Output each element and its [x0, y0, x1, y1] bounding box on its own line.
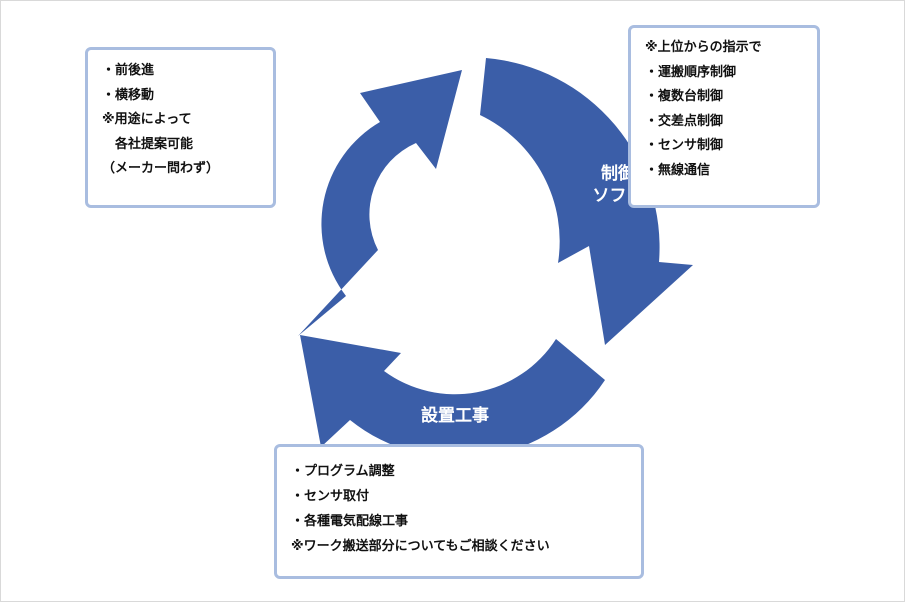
- control-software-info-line: ・複数台制御: [645, 89, 724, 104]
- control-software-arrow: [480, 58, 693, 345]
- agv-info-line: ※用途によって: [102, 112, 192, 127]
- control-software-info-line: ※上位からの指示で: [645, 40, 762, 55]
- control-software-label-line1: 制御: [601, 164, 635, 184]
- installation-label: 設置工事: [421, 406, 489, 426]
- installation-info-line: ※ワーク搬送部分についてもご相談ください: [291, 539, 550, 554]
- agv-info-box: ・前後進 ・横移動 ※用途によって 各社提案可能 （メーカー問わず）: [85, 47, 276, 208]
- control-software-info-line: ・運搬順序制御: [645, 64, 737, 80]
- agv-info-line: （メーカー問わず）: [102, 161, 220, 176]
- control-software-info-line: ・交差点制御: [645, 113, 724, 129]
- agv-info-line: 各社提案可能: [102, 136, 194, 152]
- installation-info-line: ・センサ取付: [291, 489, 370, 504]
- installation-info-line: ・各種電気配線工事: [291, 514, 409, 529]
- agv-arrow: [298, 70, 462, 336]
- installation-arrow: [300, 335, 605, 459]
- control-software-info-box: ※上位からの指示で ・運搬順序制御 ・複数台制御 ・交差点制御 ・センサ制御 ・…: [628, 25, 820, 208]
- agv-info-line: ・横移動: [102, 87, 155, 103]
- installation-info-box: ・プログラム調整 ・センサ取付 ・各種電気配線工事 ※ワーク搬送部分についてもご…: [274, 444, 644, 579]
- installation-info-line: ・プログラム調整: [291, 464, 395, 479]
- control-software-info-line: ・無線通信: [645, 162, 711, 178]
- control-software-info-line: ・センサ制御: [645, 138, 724, 153]
- agv-label: AGV: [283, 176, 327, 197]
- agv-info-line: ・前後進: [102, 63, 155, 78]
